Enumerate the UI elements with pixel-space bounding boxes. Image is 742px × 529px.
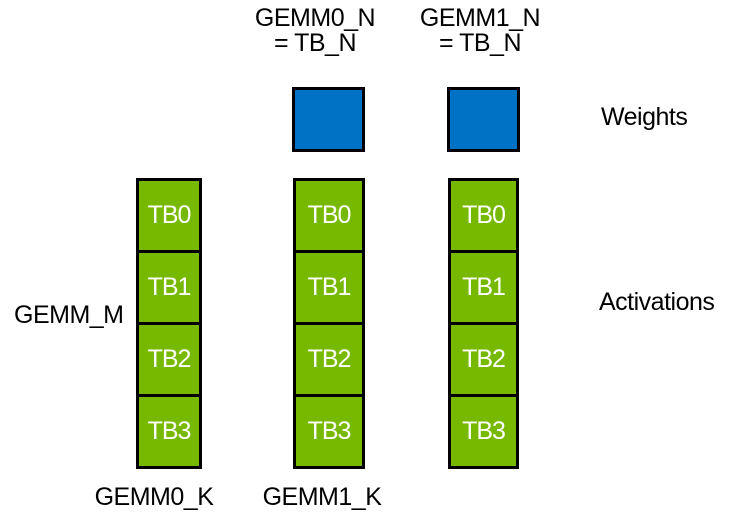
tb-block: TB3 — [448, 394, 519, 469]
gemm0-n-label-line2: = TB_N — [274, 29, 357, 57]
gemm1-n-label-line2: = TB_N — [439, 29, 522, 57]
weight-square-gemm1 — [447, 87, 520, 152]
tb-block: TB0 — [448, 178, 519, 253]
gemm0-k-label: GEMM0_K — [94, 483, 214, 511]
activations-label: Activations — [599, 288, 715, 316]
gemm0-n-label: GEMM0_N = TB_N — [240, 6, 390, 56]
gemm-m-label: GEMM_M — [14, 301, 124, 329]
gemm1-n-label: GEMM1_N = TB_N — [405, 6, 555, 56]
tb-block: TB2 — [448, 322, 519, 397]
activation-column-gemm1: TB0 TB1 TB2 TB3 — [448, 178, 519, 469]
tb-block: TB1 — [293, 250, 365, 325]
tb-block: TB2 — [293, 322, 365, 397]
activation-column-m: TB0 TB1 TB2 TB3 — [136, 178, 202, 469]
tb-block: TB3 — [136, 394, 202, 469]
gemm1-n-label-line1: GEMM1_N — [419, 4, 541, 32]
weights-label: Weights — [601, 103, 688, 131]
tb-block: TB1 — [448, 250, 519, 325]
tb-block: TB1 — [136, 250, 202, 325]
weight-square-gemm0 — [292, 87, 365, 152]
tb-block: TB2 — [136, 322, 202, 397]
gemm0-n-label-line1: GEMM0_N — [254, 4, 376, 32]
gemm1-k-label: GEMM1_K — [262, 483, 382, 511]
tb-block: TB0 — [136, 178, 202, 253]
tb-block: TB3 — [293, 394, 365, 469]
tb-block: TB0 — [293, 178, 365, 253]
activation-column-gemm0: TB0 TB1 TB2 TB3 — [293, 178, 365, 469]
